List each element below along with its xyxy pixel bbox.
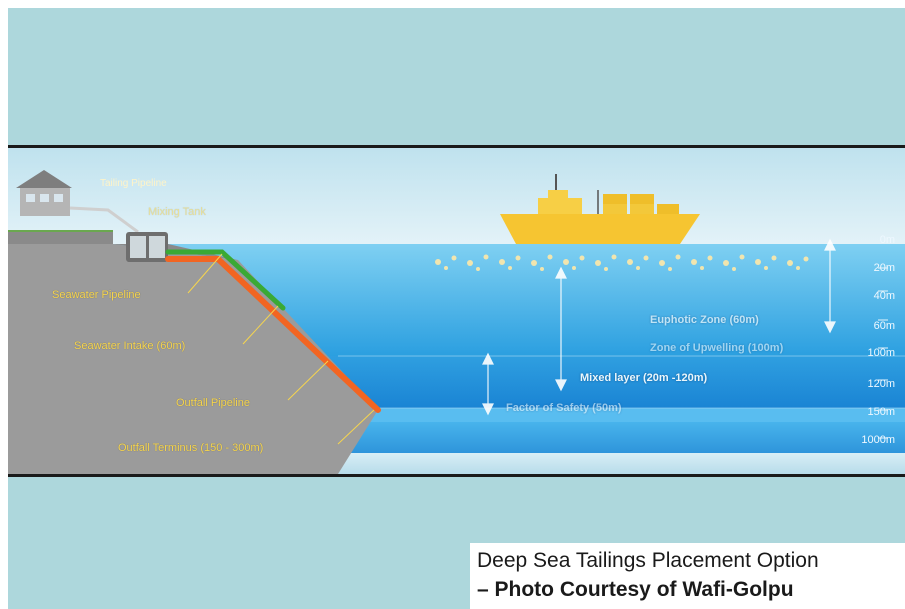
building-roof — [16, 170, 72, 188]
image-frame: Tailing Pipeline Mixing Tank Seawater Pi… — [8, 8, 905, 609]
depth-label: 20m — [873, 262, 895, 274]
tailing-pipeline-label: Tailing Pipeline — [100, 178, 167, 189]
outfall-pipeline-label: Outfall Pipeline — [176, 397, 250, 409]
depth-label: 120m — [867, 378, 895, 390]
upwelling-zone-label: Zone of Upwelling (100m) — [650, 342, 784, 354]
depth-label: 150m — [867, 406, 895, 418]
caption-title: Deep Sea Tailings Placement Option — [477, 549, 819, 572]
sky — [8, 148, 905, 244]
diagram-graphic — [8, 148, 905, 474]
seawater-pipeline-label: Seawater Pipeline — [52, 289, 141, 301]
depth-label: 60m — [873, 320, 895, 332]
euphotic-zone-label: Euphotic Zone (60m) — [650, 314, 759, 326]
factor-of-safety-label: Factor of Safety (50m) — [506, 402, 622, 414]
photo-caption: Deep Sea Tailings Placement Option – Pho… — [470, 543, 905, 609]
mixed-layer-label: Mixed layer (20m -120m) — [580, 372, 708, 384]
ship — [500, 174, 700, 244]
tailings-diagram: Tailing Pipeline Mixing Tank Seawater Pi… — [8, 145, 905, 477]
seawater-intake-label: Seawater Intake (60m) — [74, 340, 186, 352]
depth-label: 1000m — [861, 434, 895, 446]
plankton-cloud — [435, 254, 809, 271]
tailing-pipe — [69, 206, 139, 234]
land-mass — [8, 188, 378, 474]
depth-label: 40m — [873, 290, 895, 302]
mixing-tank-label: Mixing Tank — [148, 206, 206, 218]
depth-label: 100m — [867, 347, 895, 359]
caption-credit: – Photo Courtesy of Wafi-Golpu — [477, 578, 794, 601]
outfall-terminus-label: Outfall Terminus (150 - 300m) — [118, 442, 264, 454]
depth-label: 0m — [879, 234, 895, 246]
seawater-pipeline — [165, 249, 286, 311]
